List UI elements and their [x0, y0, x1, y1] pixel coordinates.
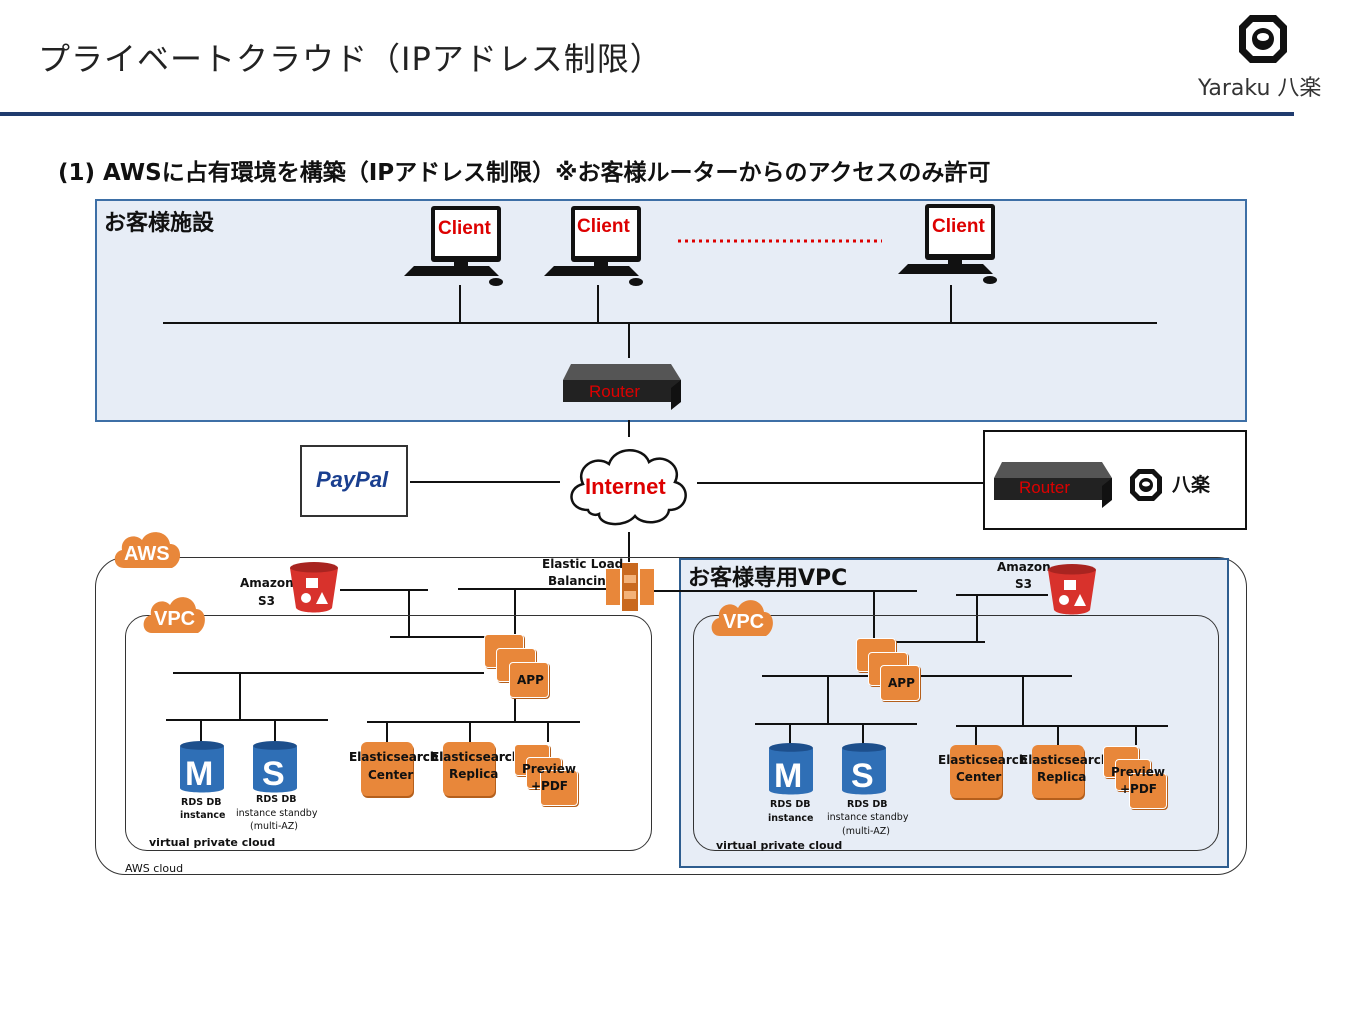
paypal-box	[300, 445, 408, 517]
vpc-badge-label: VPC	[723, 611, 765, 633]
elasticsearch-label: Elasticsearch	[1020, 753, 1110, 767]
app-label: APP	[888, 676, 915, 690]
vpc-badge-icon	[711, 600, 773, 636]
logo-text: Yaraku 八楽	[1198, 76, 1322, 101]
s3-label: Amazon	[997, 560, 1051, 574]
vpc-label: virtual private cloud	[149, 836, 276, 849]
preview-label: +PDF	[531, 779, 569, 793]
aws-badge-label: AWS	[124, 543, 170, 565]
rds-standby-icon	[842, 743, 886, 795]
section-subtitle: (1) AWSに占有環境を構築（IPアドレス制限）※お客様ルーターからのアクセス…	[58, 160, 991, 186]
rds-standby-icon	[253, 741, 297, 793]
client-label: Client	[932, 216, 985, 237]
dedicated-vpc-boundary	[693, 615, 1219, 851]
elb-label: Elastic Load	[542, 557, 624, 571]
aws-cloud-badge-icon	[114, 532, 181, 568]
title-divider	[0, 112, 1294, 116]
vpc-label: virtual private cloud	[716, 839, 843, 852]
s3-label: Amazon	[240, 576, 294, 590]
es-center-label: Center	[368, 768, 414, 782]
yaraku-name: 八楽	[1172, 474, 1211, 496]
elasticsearch-label: Elasticsearch	[938, 753, 1028, 767]
rds-standby-label: RDS DB	[847, 799, 888, 810]
s3-bucket-icon	[290, 562, 338, 613]
internet-label: Internet	[585, 474, 666, 499]
rds-standby-label: RDS DB	[256, 794, 297, 805]
app-server-icon	[509, 662, 549, 698]
preview-label: Preview	[522, 762, 577, 776]
preview-server-icon	[1129, 773, 1167, 809]
elb-icon	[606, 563, 654, 611]
rds-instance-label: RDS DB	[181, 797, 222, 808]
es-replica-label: Replica	[1037, 770, 1087, 784]
elb-label: Balancing	[548, 574, 615, 588]
client-computer-icon	[404, 206, 503, 286]
s3-bucket-icon	[1048, 564, 1096, 615]
rds-instance-label: RDS DB	[770, 799, 811, 810]
rds-db-icon	[769, 743, 813, 795]
yaraku-logo-icon	[1239, 15, 1287, 63]
router-label: Router	[589, 382, 641, 401]
s3-label: S3	[258, 594, 275, 608]
rds-master-letter: M	[185, 755, 214, 793]
elasticsearch-replica-node	[1032, 745, 1084, 798]
app-server-icon	[880, 665, 920, 701]
rds-db-icon	[180, 741, 224, 793]
yaraku-logo-icon	[1130, 469, 1162, 501]
es-center-label: Center	[956, 770, 1002, 784]
vpc-badge-label: VPC	[154, 608, 196, 630]
es-replica-label: Replica	[449, 767, 499, 781]
preview-server-icon	[540, 770, 578, 806]
shared-vpc-boundary	[125, 615, 652, 851]
dedicated-vpc-box	[679, 558, 1229, 868]
dedicated-vpc-label: お客様専用VPC	[688, 566, 848, 591]
internet-cloud-icon	[570, 449, 687, 526]
rds-master-letter: M	[774, 757, 803, 795]
rds-standby-label: instance standby	[236, 808, 318, 819]
client-computer-icon	[898, 204, 997, 284]
rds-standby-label: (multi-AZ)	[842, 826, 890, 837]
client-label: Client	[577, 216, 630, 237]
s3-label: S3	[1015, 577, 1032, 591]
rds-instance-label: instance	[180, 810, 226, 821]
elasticsearch-label-overlay: Elasticsearch	[349, 750, 439, 764]
elasticsearch-label-overlay: Elasticsearch	[431, 750, 521, 764]
rds-instance-label: instance	[768, 813, 814, 824]
aws-cloud-label: AWS cloud	[125, 862, 184, 875]
app-label: APP	[517, 673, 544, 687]
preview-label: Preview	[1111, 765, 1166, 779]
rds-standby-letter: S	[262, 755, 285, 793]
rds-standby-letter: S	[851, 757, 874, 795]
rds-standby-label: instance standby	[827, 812, 909, 823]
aws-cloud-boundary	[95, 557, 1247, 875]
elasticsearch-replica-node	[443, 742, 495, 796]
router-icon	[563, 364, 681, 410]
vpc-badge-icon	[143, 597, 205, 633]
elasticsearch-center-node	[361, 742, 413, 796]
rds-standby-label: (multi-AZ)	[250, 821, 298, 832]
page-title: プライベートクラウド（IPアドレス制限）	[38, 40, 663, 78]
customer-site-label: お客様施設	[104, 211, 215, 236]
preview-label: +PDF	[1120, 782, 1158, 796]
client-label: Client	[438, 218, 491, 239]
paypal-logo: PayPal	[316, 467, 389, 492]
elasticsearch-center-node	[950, 745, 1002, 798]
router-label: Router	[1019, 478, 1071, 497]
router-icon	[994, 462, 1112, 508]
client-computer-icon	[544, 206, 643, 286]
